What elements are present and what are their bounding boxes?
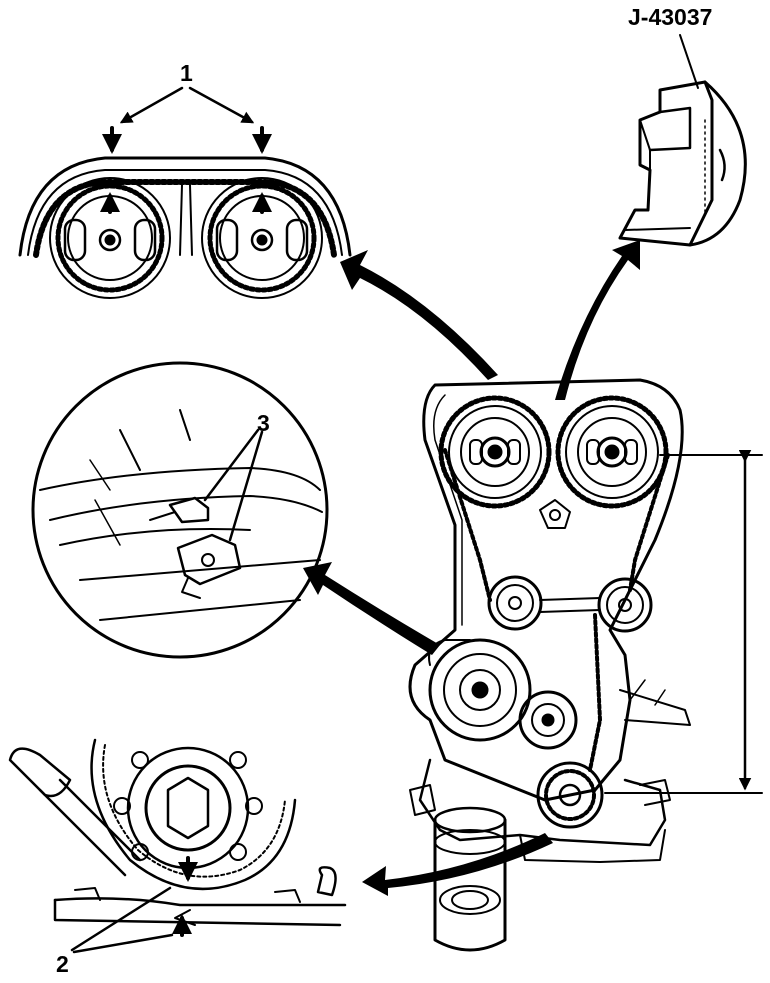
engine-tensioner: [428, 638, 532, 742]
engine-crank-sprocket: [536, 761, 604, 829]
left-cam-sprocket: [49, 177, 171, 299]
arrow-to-detail-1: [340, 250, 498, 380]
pointer-arrows: [303, 240, 640, 896]
engine-right-cam-sprocket: [555, 395, 669, 509]
tool-label: J-43037: [628, 4, 713, 30]
engine-idler-right: [597, 577, 653, 633]
detail-camshaft-marks: [18, 86, 352, 299]
engine-front-view: [408, 378, 763, 952]
callout-1: 1: [180, 60, 193, 86]
engine-oil-filter: [433, 806, 507, 952]
callout-2: 2: [56, 951, 69, 977]
engine-small-pulley: [518, 690, 578, 750]
tool-j43037: [618, 34, 747, 247]
arrow-to-detail-3: [303, 562, 440, 655]
arrow-to-detail-2: [362, 833, 553, 896]
detail-tensioner-marks: [31, 361, 329, 659]
right-cam-sprocket: [201, 177, 323, 299]
callout-3: 3: [257, 410, 270, 436]
detail-crankshaft-marks: [8, 738, 347, 954]
engine-idler-left: [487, 575, 543, 631]
arrow-to-tool: [555, 240, 640, 400]
engine-left-cam-sprocket: [438, 395, 552, 509]
